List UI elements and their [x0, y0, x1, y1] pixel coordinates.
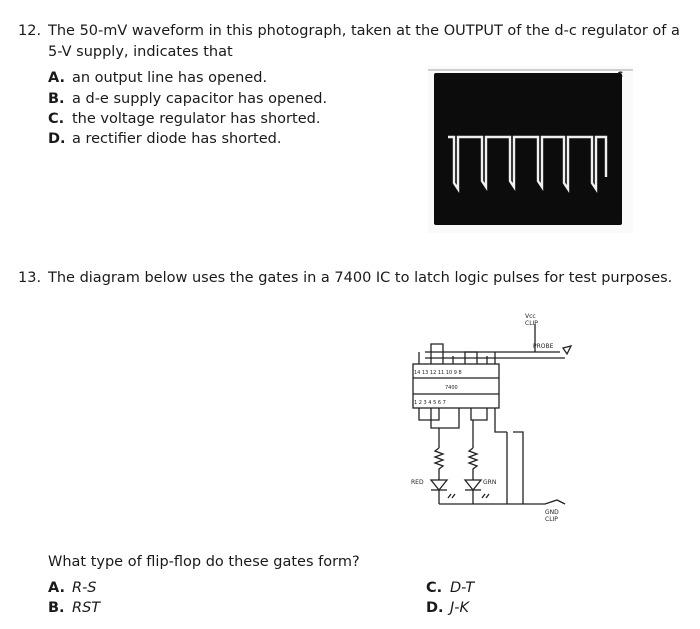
green-led-label: GRN [483, 479, 496, 486]
option-letter: A. [48, 580, 65, 596]
option-text: D-T [450, 580, 475, 596]
option-letter: C. [426, 580, 443, 596]
option-text: a d-e supply capacitor has opened. [72, 91, 328, 107]
question-stem-line1: The 50-mV waveform in this photograph, t… [48, 23, 680, 39]
latch-circuit-diagram: Vcc CLIP PROBE 14 13 12 11 10 9 8 7400 1… [395, 308, 595, 530]
scope-screen [434, 73, 622, 225]
option-letter: B. [48, 600, 65, 616]
option-text: J-K [450, 600, 470, 616]
question-text: What type of flip-flop do these gates fo… [48, 554, 360, 570]
option-letter: D. [48, 131, 66, 147]
option-d: D. a rectifier diode has shorted. [48, 129, 281, 149]
question-number: 12. [18, 23, 42, 39]
option-letter: C. [48, 111, 65, 127]
option-text: a rectifier diode has shorted. [72, 131, 282, 147]
photo-top-edge [428, 69, 633, 71]
option-text: RST [72, 600, 101, 616]
vcc-clip-label: CLIP [525, 320, 538, 327]
probe-label: PROBE [533, 343, 554, 350]
option-c: C. D-T [426, 578, 474, 598]
option-text: an output line has opened. [72, 70, 268, 86]
gnd-clip-label: CLIP [545, 516, 558, 523]
option-b: B. a d-e supply capacitor has opened. [48, 89, 327, 109]
question-number: 13. [18, 270, 42, 286]
top-pin-numbers: 14 13 12 11 10 9 8 [414, 370, 462, 376]
bottom-pin-numbers: 1 2 3 4 5 6 7 [414, 400, 446, 406]
option-text: the voltage regulator has shorted. [72, 111, 321, 127]
waveform-trace [448, 135, 608, 193]
gnd-label: GND [545, 509, 559, 516]
option-letter: B. [48, 91, 65, 107]
option-a: A. an output line has opened. [48, 68, 267, 88]
question-stem: The diagram below uses the gates in a 74… [48, 270, 673, 286]
chip-label: 7400 [445, 385, 458, 391]
oscilloscope-photo: c [428, 66, 633, 233]
flip-flop-question: What type of flip-flop do these gates fo… [48, 552, 360, 572]
option-letter: D. [426, 600, 444, 616]
circuit-schematic: Vcc CLIP PROBE 14 13 12 11 10 9 8 7400 1… [411, 313, 573, 523]
option-letter: A. [48, 70, 65, 86]
option-a: A. R-S [48, 578, 97, 598]
option-b: B. RST [48, 598, 100, 618]
option-text: R-S [72, 580, 97, 596]
question-stem-line2: 5-V supply, indicates that [48, 44, 233, 60]
red-led-label: RED [411, 479, 424, 486]
vcc-label: Vcc [525, 313, 536, 320]
option-c: C. the voltage regulator has shorted. [48, 109, 320, 129]
option-d: D. J-K [426, 598, 469, 618]
